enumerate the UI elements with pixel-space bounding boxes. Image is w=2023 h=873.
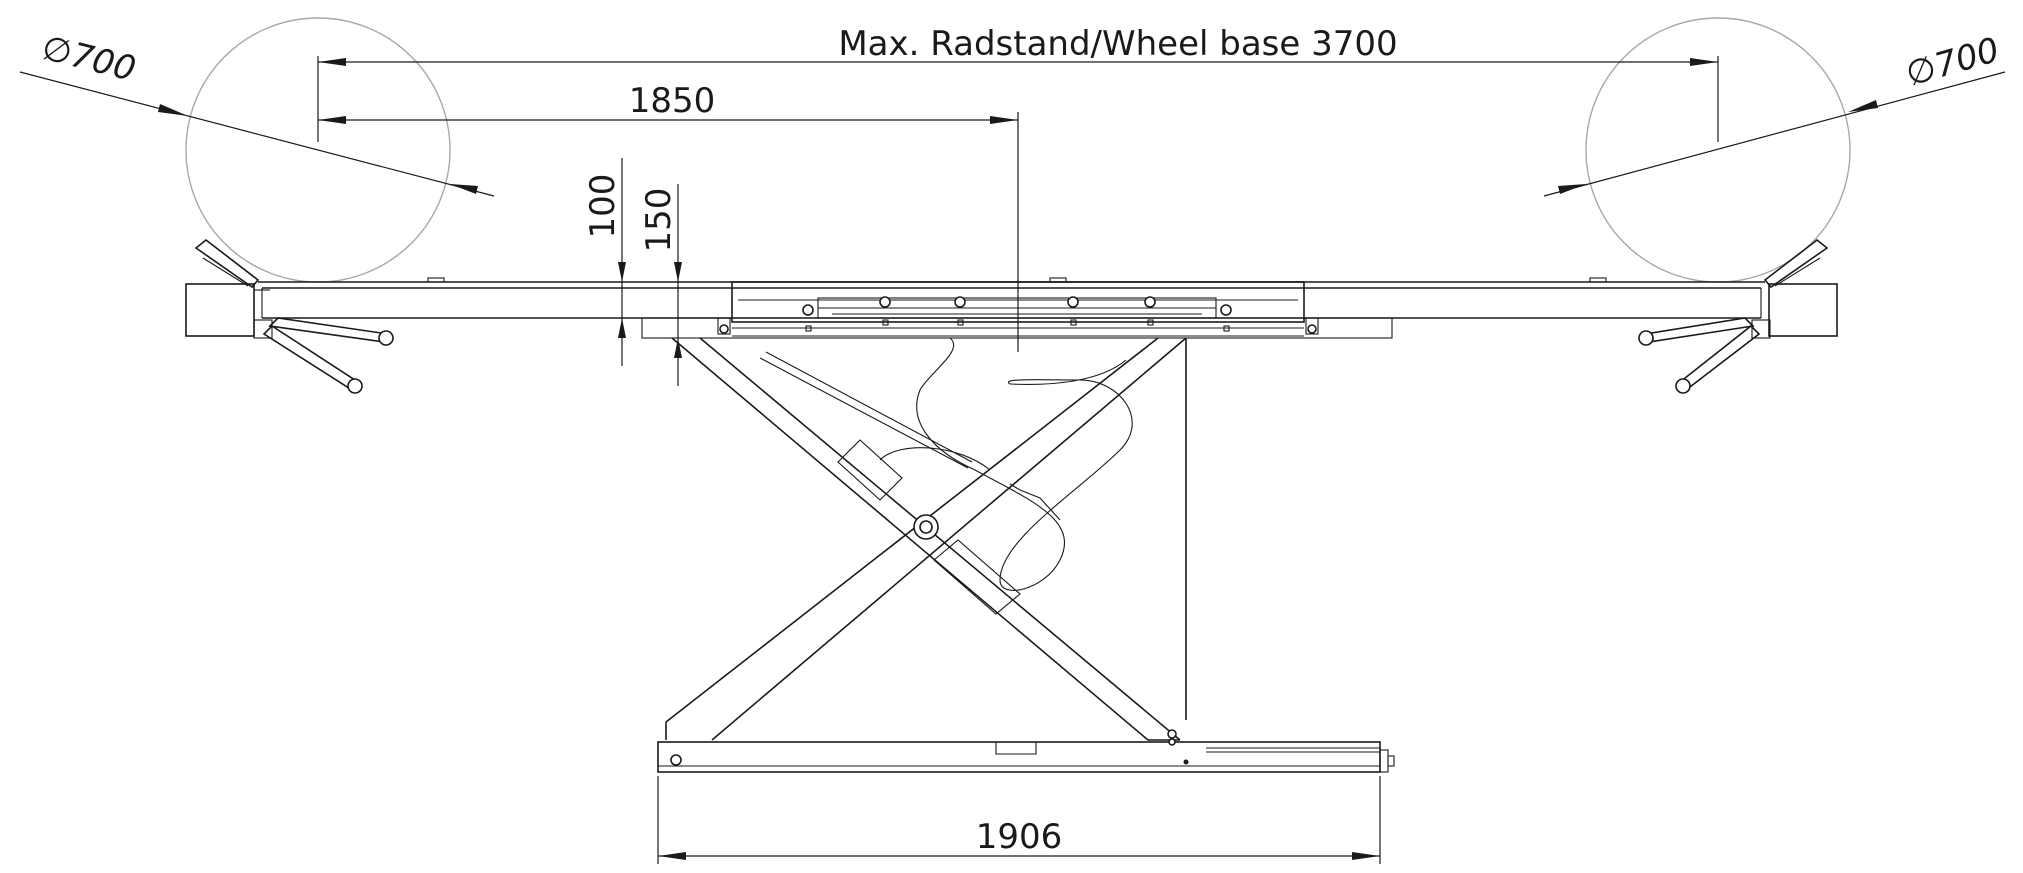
height-platform-label: 150 xyxy=(639,188,679,253)
dimension-half-wheelbase xyxy=(318,112,1019,352)
svg-text:700: 700 xyxy=(67,35,140,90)
hydraulic-hose xyxy=(916,337,1133,591)
platform xyxy=(185,238,1838,339)
dimension-heights xyxy=(618,158,682,386)
base-frame xyxy=(657,729,1395,773)
wheel-diameter-right-label: ∅ 700 xyxy=(1901,30,2003,95)
wheelbase-label: Max. Radstand/Wheel base 3700 xyxy=(838,24,1397,64)
height-lowered-label: 100 xyxy=(583,174,623,239)
dimension-base-length xyxy=(657,776,1381,864)
scissor-arms xyxy=(665,337,1187,741)
swing-arm-right xyxy=(1638,317,1761,394)
dimension-wheelbase xyxy=(317,56,1719,142)
dimension-wheel-diameter-left xyxy=(19,71,495,197)
svg-text:700: 700 xyxy=(1930,30,2003,86)
swing-arm-left xyxy=(262,317,394,394)
dimension-wheel-diameter-right xyxy=(1543,71,2006,197)
half-wheelbase-label: 1850 xyxy=(629,81,716,121)
base-length-label: 1906 xyxy=(976,817,1063,857)
